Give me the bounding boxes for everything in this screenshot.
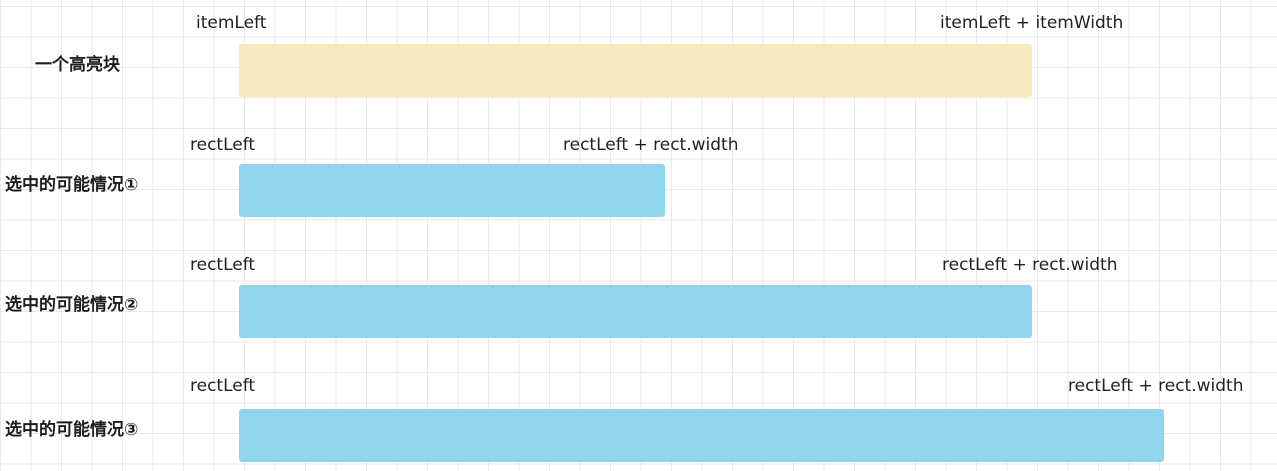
case-2-title: 选中的可能情况② [5, 295, 139, 315]
case-3-title: 选中的可能情况③ [5, 420, 139, 440]
case-3-right-label: rectLeft + rect.width [1068, 376, 1244, 396]
highlight-block [239, 44, 1032, 97]
case-3-selection-block [239, 409, 1164, 462]
item-left-label: itemLeft [196, 13, 267, 33]
case-1-left-label: rectLeft [190, 135, 256, 155]
case-1-selection-block [239, 164, 665, 217]
case-2-selection-block [239, 285, 1032, 338]
highlight-row-title: 一个高亮块 [35, 55, 120, 75]
case-2-right-label: rectLeft + rect.width [942, 255, 1118, 275]
case-2-left-label: rectLeft [190, 255, 256, 275]
item-right-label: itemLeft + itemWidth [940, 13, 1124, 33]
case-3-left-label: rectLeft [190, 376, 256, 396]
case-1-right-label: rectLeft + rect.width [563, 135, 739, 155]
case-1-title: 选中的可能情况① [5, 175, 139, 195]
